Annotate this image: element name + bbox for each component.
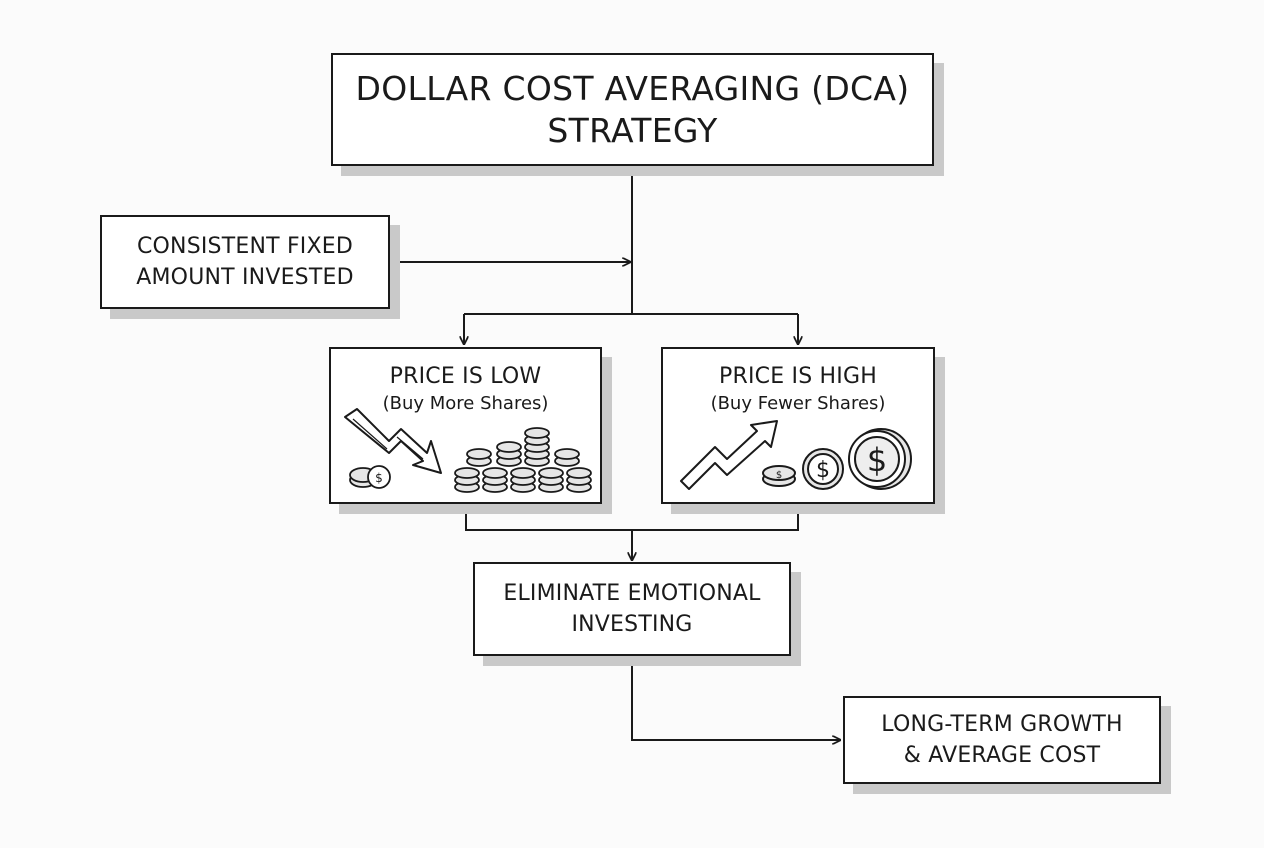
dollar-coin-icon: $ $ $	[762, 428, 912, 490]
svg-text:$: $	[375, 471, 383, 485]
svg-text:$: $	[776, 470, 782, 481]
fixed-amount-line-2: AMOUNT INVESTED	[136, 265, 354, 290]
eliminate-line-2: INVESTING	[571, 612, 693, 637]
outcome-line-2: & AVERAGE COST	[903, 743, 1101, 768]
eliminate-box: ELIMINATE EMOTIONAL INVESTING	[473, 562, 791, 656]
fixed-amount-line-1: CONSISTENT FIXED	[136, 234, 354, 259]
title-line-2: STRATEGY	[547, 110, 718, 150]
title-box: DOLLAR COST AVERAGING (DCA) STRATEGY	[331, 53, 934, 166]
outcome-box: LONG-TERM GROWTH & AVERAGE COST	[843, 696, 1161, 784]
trend-down-arrow-icon	[344, 408, 442, 474]
eliminate-line-1: ELIMINATE EMOTIONAL	[503, 581, 761, 606]
price-high-box: PRICE IS HIGH (Buy Fewer Shares) $ $ $	[661, 347, 935, 504]
price-high-heading: PRICE IS HIGH	[719, 364, 877, 389]
price-low-subheading: (Buy More Shares)	[382, 393, 549, 414]
price-low-heading: PRICE IS LOW	[389, 364, 542, 389]
price-high-illustration: $ $ $	[680, 420, 912, 490]
fixed-amount-box: CONSISTENT FIXED AMOUNT INVESTED	[100, 215, 390, 309]
svg-text:$: $	[816, 458, 830, 483]
outcome-line-1: LONG-TERM GROWTH	[881, 712, 1123, 737]
price-low-box: PRICE IS LOW (Buy More Shares) $	[329, 347, 602, 504]
arrow-to-outcome	[631, 656, 840, 740]
svg-text:$: $	[867, 441, 887, 479]
price-low-illustration: $	[344, 408, 592, 493]
coin-stack-icon: $	[349, 427, 592, 493]
connector-merge	[465, 504, 799, 531]
trend-up-arrow-icon	[680, 420, 778, 490]
price-high-subheading: (Buy Fewer Shares)	[710, 393, 886, 414]
title-line-1: DOLLAR COST AVERAGING (DCA)	[355, 68, 910, 108]
